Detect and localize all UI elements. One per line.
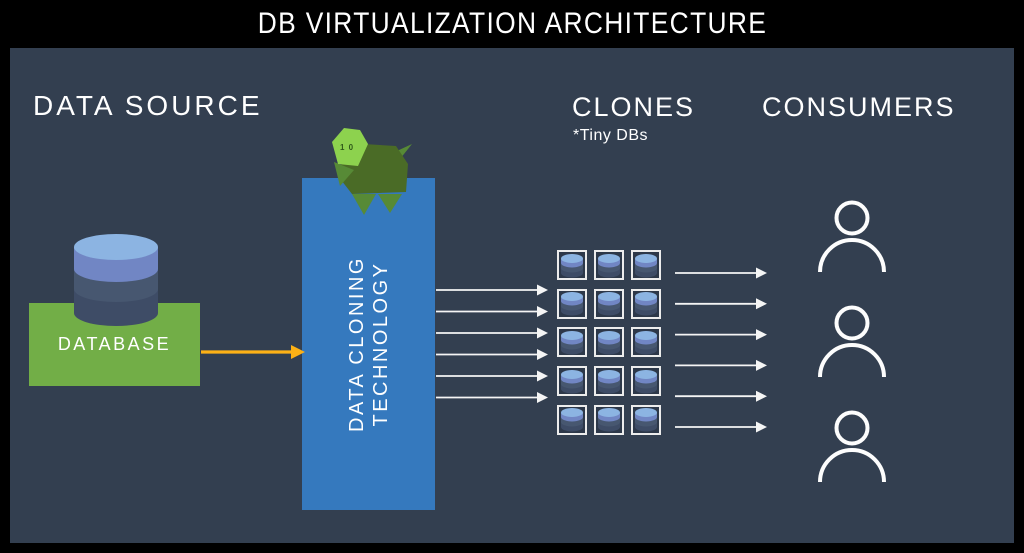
clone-db-icon <box>561 292 583 316</box>
data-cloning-technology-label: DATA CLONING TECHNOLOGY <box>345 256 393 432</box>
clone-db-icon <box>598 292 620 316</box>
clone-db-icon <box>598 408 620 432</box>
clone-db-icon <box>635 330 657 355</box>
clone-db-cell <box>557 288 587 319</box>
clone-db-cell <box>594 366 624 397</box>
clone-db-cell <box>557 404 587 435</box>
clone-db-cell <box>594 288 624 319</box>
consumers-column <box>816 199 888 483</box>
clone-db-cell <box>631 250 661 280</box>
clones-grid <box>557 250 661 435</box>
clone-db-icon <box>598 369 620 394</box>
clone-db-icon <box>561 253 583 277</box>
title-bar: DB VIRTUALIZATION ARCHITECTURE <box>0 0 1024 48</box>
clone-db-cell <box>594 250 624 280</box>
clone-db-cell <box>631 366 661 397</box>
clones-note: *Tiny DBs <box>573 127 649 144</box>
source-to-cloning-arrow <box>201 342 307 367</box>
clone-db-icon <box>598 330 620 355</box>
section-header-clones: CLONES <box>572 92 696 122</box>
cloning-label-line1: DATA CLONING <box>345 256 368 432</box>
clone-db-cell <box>594 404 624 435</box>
clone-db-icon <box>635 253 657 277</box>
data-cloning-technology-box: DATA CLONING TECHNOLOGY <box>302 178 435 510</box>
person-icon <box>818 410 886 483</box>
person-icon <box>818 200 886 273</box>
clone-db-cell <box>631 288 661 319</box>
clone-db-cell <box>557 250 587 280</box>
page-title: DB VIRTUALIZATION ARCHITECTURE <box>257 7 767 40</box>
clone-db-icon <box>598 253 620 277</box>
clone-db-cell <box>594 327 624 358</box>
clone-db-cell <box>557 327 587 358</box>
clone-db-icon <box>635 292 657 316</box>
clone-db-cell <box>631 327 661 358</box>
clone-db-icon <box>635 369 657 394</box>
turtle-badge-text: 1 0 <box>340 143 354 152</box>
person-icon <box>818 305 886 378</box>
section-header-consumers: CONSUMERS <box>762 92 956 122</box>
database-cylinder-icon <box>74 234 158 326</box>
clone-db-icon <box>635 408 657 432</box>
clones-to-consumers-arrows <box>675 263 769 442</box>
clone-db-icon <box>561 408 583 432</box>
clone-db-cell <box>631 404 661 435</box>
cloning-label-line2: TECHNOLOGY <box>369 261 392 427</box>
clone-db-icon <box>561 330 583 355</box>
slide-background <box>10 48 1014 543</box>
cloning-to-clones-arrows <box>436 280 550 413</box>
clone-db-icon <box>561 369 583 394</box>
clone-db-cell <box>557 366 587 397</box>
section-header-data-source: DATA SOURCE <box>33 90 263 121</box>
turtle-icon: 1 0 <box>332 128 412 215</box>
database-label: DATABASE <box>57 334 172 354</box>
